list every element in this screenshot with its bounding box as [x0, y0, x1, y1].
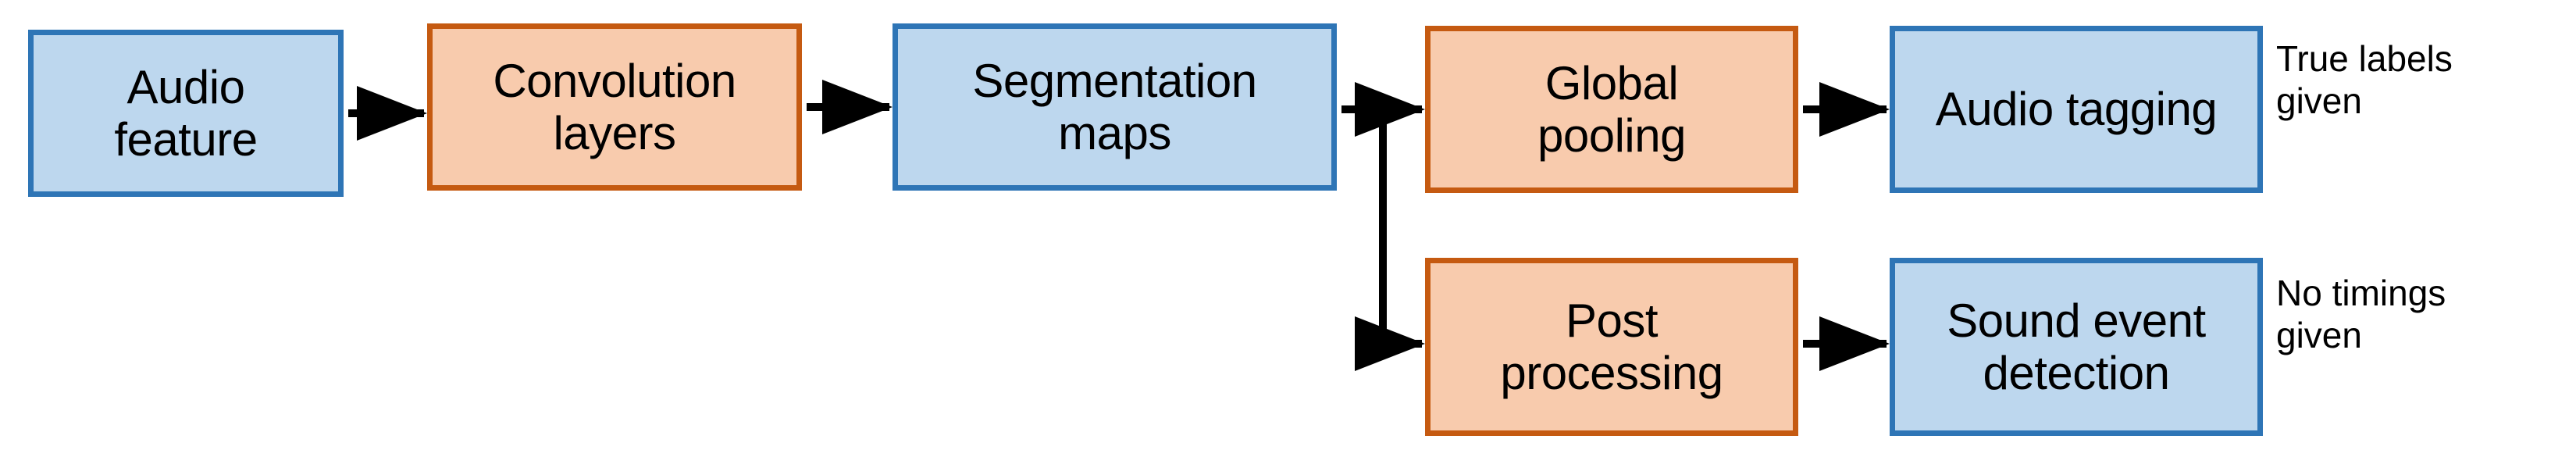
- node-segmentation-maps[interactable]: Segmentation maps: [893, 23, 1337, 191]
- node-post-processing[interactable]: Post processing: [1425, 258, 1798, 436]
- node-global-pooling[interactable]: Global pooling: [1425, 26, 1798, 193]
- node-convolution-layers[interactable]: Convolution layers: [427, 23, 802, 191]
- arrow-segmentation-maps-branch: [1341, 82, 1425, 371]
- node-audio-feature[interactable]: Audio feature: [28, 30, 344, 197]
- node-sound-event-detection[interactable]: Sound event detection: [1890, 258, 2263, 436]
- annotation-no-timings-given: No timings given: [2276, 273, 2446, 356]
- annotation-true-labels-given: True labels given: [2276, 38, 2453, 122]
- node-audio-tagging[interactable]: Audio tagging: [1890, 26, 2263, 193]
